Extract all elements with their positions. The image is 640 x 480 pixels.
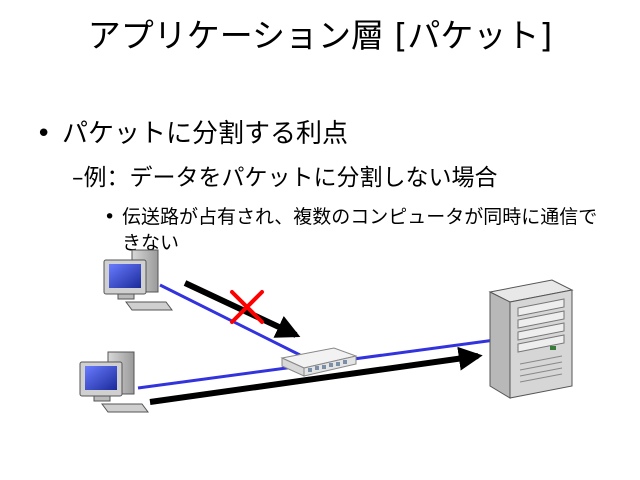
bullet-marker: •: [104, 206, 116, 228]
bullet-level3-text: 伝送路が占有され、複数のコンピュータが同時に通信できない: [122, 206, 598, 254]
blocked-cross-mark: [230, 290, 264, 324]
bullet-level3: • 伝送路が占有され、複数のコンピュータが同時に通信できない: [104, 204, 604, 256]
slide-title: アプリケーション層 [パケット]: [87, 16, 553, 55]
bullet-marker: •: [36, 119, 52, 149]
server-icon: [488, 279, 574, 399]
computer-icon: [103, 249, 173, 311]
bullet-level2: –例：データをパケットに分割しない場合: [72, 165, 498, 191]
data-flow-arrow: [149, 346, 483, 405]
bullet-level1: • パケットに分割する利点: [36, 116, 348, 152]
network-switch-icon: [280, 347, 358, 377]
data-flow-arrow: [183, 280, 301, 338]
bullet-level1-text: パケットに分割する利点: [62, 119, 349, 149]
computer-icon: [79, 351, 149, 413]
network-link: [159, 283, 301, 357]
